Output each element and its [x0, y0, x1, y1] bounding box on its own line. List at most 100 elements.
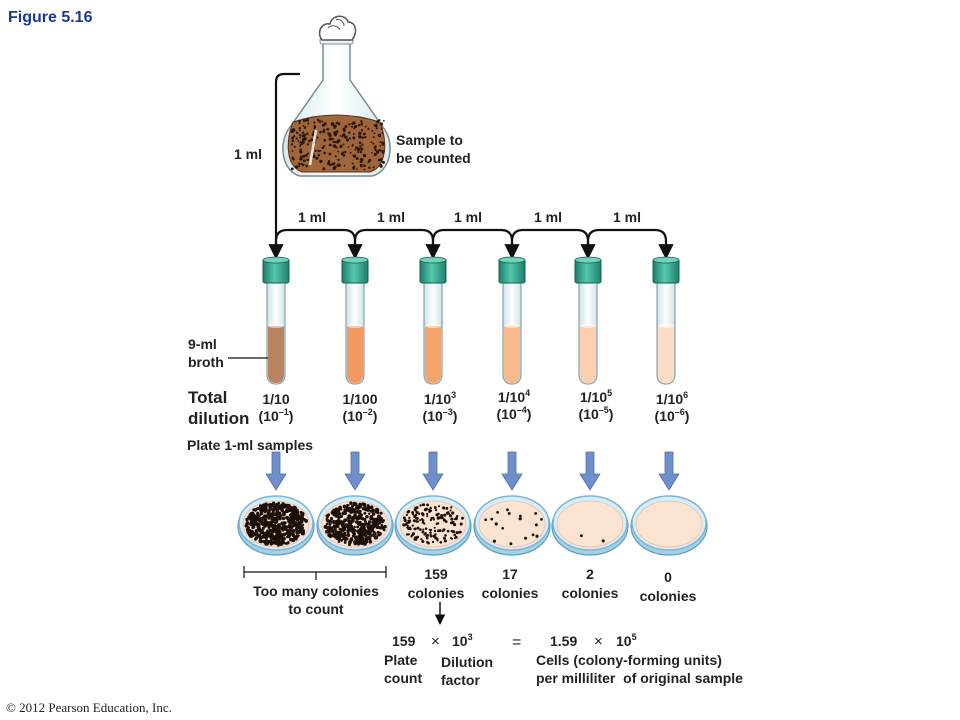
colony: [247, 526, 251, 530]
tube-broth: [268, 326, 284, 383]
flask-bacterium: [316, 118, 320, 122]
colony: [356, 521, 361, 526]
test-tube: [652, 256, 680, 385]
colony: [325, 522, 329, 526]
flask-bacterium: [292, 158, 295, 161]
colony: [415, 520, 419, 523]
flask-bacterium: [381, 132, 384, 135]
colony: [279, 514, 283, 518]
colony: [436, 512, 440, 516]
tube-cap-top: [652, 256, 680, 264]
colony: [373, 535, 378, 540]
colony: [459, 522, 463, 526]
flask-bacterium: [332, 140, 335, 144]
colony: [459, 530, 462, 533]
colony: [353, 541, 358, 546]
flask-bacterium: [336, 147, 338, 149]
colony: [282, 532, 286, 537]
flask-bacterium: [340, 152, 344, 156]
flask-bacterium: [300, 162, 303, 165]
flask-bacterium: [360, 158, 364, 162]
flask-bacterium: [319, 149, 322, 152]
tube-cap-top: [341, 256, 369, 264]
colony: [296, 525, 301, 530]
colony: [358, 512, 362, 516]
flask-bacterium: [293, 145, 296, 148]
transfer-volume-4: 1 ml: [534, 209, 563, 225]
flask-bacterium: [335, 122, 338, 125]
colony: [250, 530, 254, 534]
colony: [429, 518, 433, 522]
colony: [343, 508, 347, 512]
colony: [426, 540, 429, 544]
flask-bacterium: [339, 144, 343, 149]
colony: [338, 512, 342, 516]
colony: [282, 521, 286, 525]
colony: [277, 540, 281, 544]
colony: [524, 536, 528, 540]
colony: [256, 511, 260, 515]
flask-bacterium: [300, 142, 304, 146]
colony: [358, 535, 361, 539]
colony: [263, 518, 268, 522]
colony: [275, 524, 280, 528]
colony: [407, 509, 411, 513]
tube-broth: [347, 326, 363, 383]
too-many-line1: Too many colonies: [253, 583, 379, 599]
flask-bacterium: [348, 123, 351, 126]
colony: [281, 506, 285, 509]
colony: [439, 540, 443, 544]
equation-plate-count: 159: [392, 633, 416, 649]
colony: [451, 511, 455, 515]
petri-plate: [237, 495, 315, 556]
flask-bacterium: [372, 136, 375, 139]
colony: [375, 507, 379, 511]
flask-bacterium: [330, 122, 335, 126]
flask-bacterium: [302, 124, 305, 127]
colony: [445, 506, 449, 510]
colony: [360, 524, 365, 529]
colony: [266, 529, 271, 534]
colony: [287, 541, 290, 544]
broth-meniscus: [658, 324, 674, 328]
flask-bacterium: [379, 122, 384, 126]
colony: [262, 539, 266, 543]
tube-4-dilution: 1/104 (10–4): [496, 388, 532, 423]
flask-bacterium: [321, 146, 325, 150]
colony: [288, 521, 292, 525]
colony: [422, 528, 425, 531]
flask-bacterium: [299, 141, 302, 144]
colony: [358, 504, 363, 509]
colony: [419, 528, 422, 531]
colony: [445, 511, 449, 515]
colony: [432, 516, 435, 520]
colony: [253, 532, 257, 537]
colony: [281, 516, 286, 521]
petri-plates: [237, 495, 708, 556]
transfer-arrow: [431, 228, 520, 260]
flask-bacterium: [363, 154, 367, 158]
cotton-plug-icon: [318, 15, 357, 41]
colony: [433, 506, 437, 510]
flask-bacterium: [357, 123, 361, 127]
plate-samples-label: Plate 1-ml samples: [187, 437, 314, 453]
colony: [362, 539, 365, 543]
flask-bacterium: [293, 129, 296, 132]
colony: [450, 517, 454, 521]
colony: [434, 508, 438, 512]
colony: [356, 525, 359, 529]
colony: [260, 519, 264, 522]
flask-bacterium: [316, 136, 319, 139]
colony: [405, 521, 409, 525]
colony: [343, 540, 347, 544]
flask-bacterium: [337, 163, 341, 167]
colony: [295, 517, 300, 522]
flask-bacterium: [356, 150, 360, 154]
test-tube: [498, 256, 526, 385]
flask-bacterium: [352, 121, 356, 125]
flask-bacterium: [304, 126, 307, 129]
colony: [421, 521, 424, 524]
colony: [251, 525, 255, 530]
colony: [269, 512, 274, 517]
colony: [349, 501, 353, 505]
